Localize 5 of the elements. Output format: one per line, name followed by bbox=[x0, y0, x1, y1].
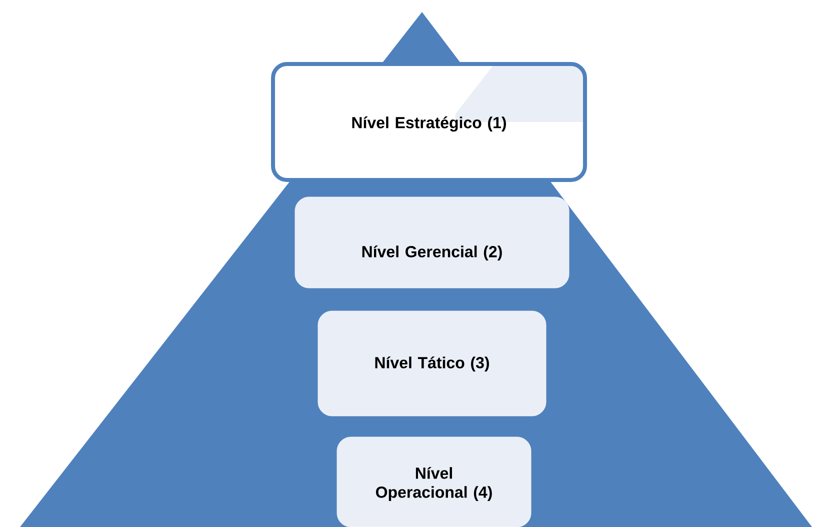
level-box: Nível Estratégico (1) bbox=[271, 62, 587, 182]
level-box: Nível Gerencial (2) bbox=[294, 196, 570, 288]
node-label: Nível Estratégico (1) bbox=[352, 116, 506, 132]
level-box: Nível Tático (3) bbox=[318, 310, 546, 416]
level-box: Nível Operacional (4) bbox=[336, 436, 532, 527]
